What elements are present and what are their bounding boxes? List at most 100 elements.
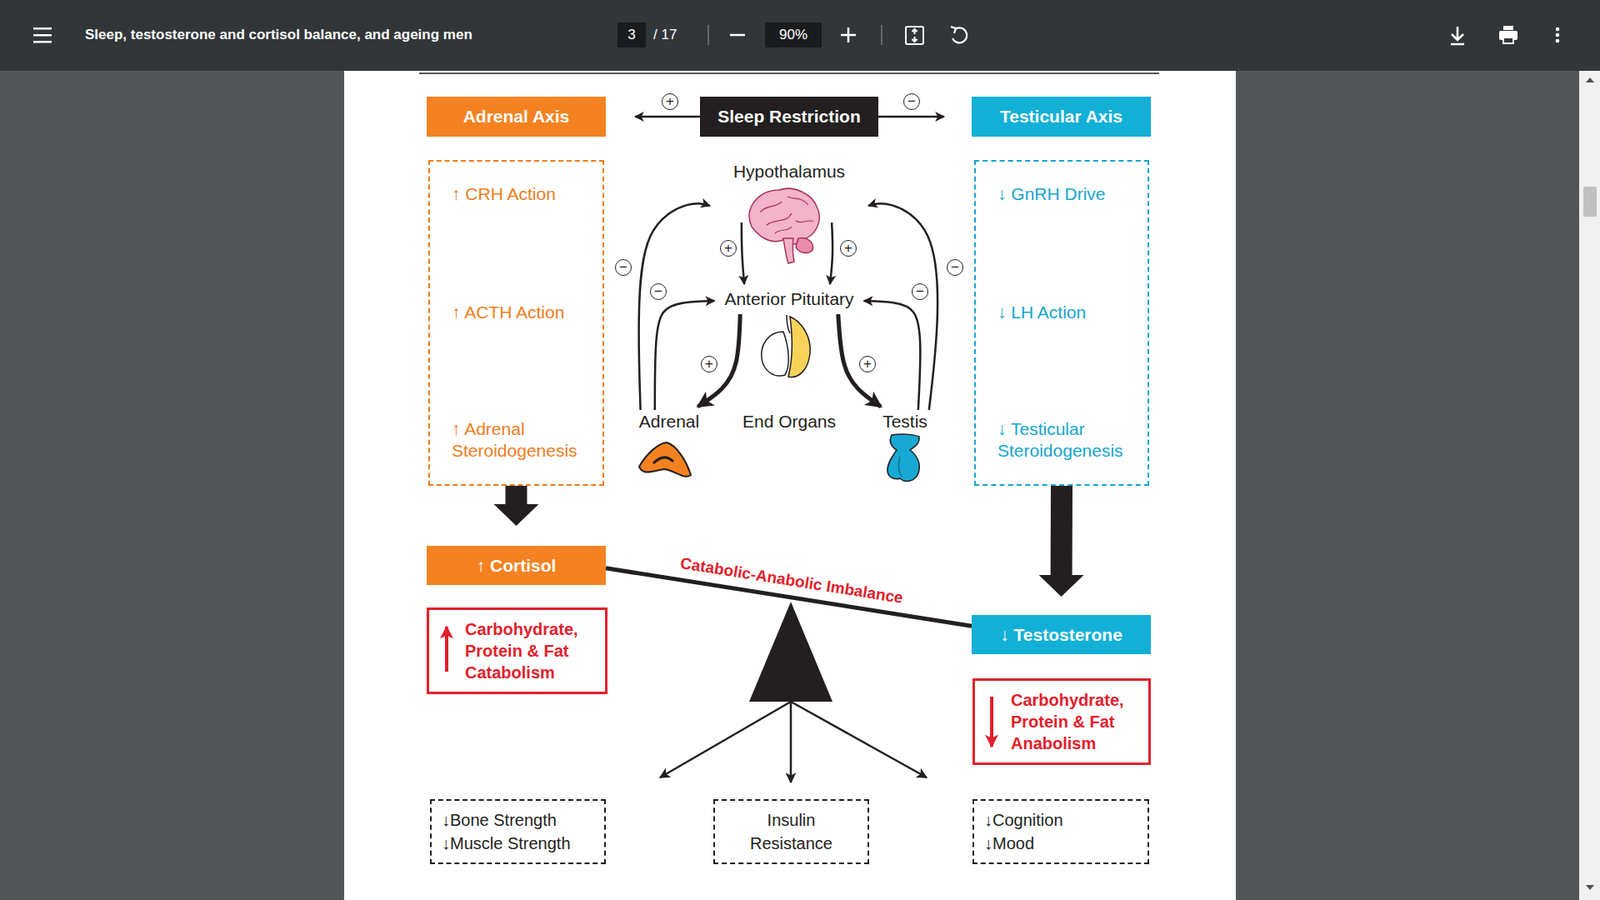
sign-symbol: + <box>661 93 679 110</box>
outcome-arrow <box>790 701 927 778</box>
dot <box>1555 33 1560 38</box>
sign-symbol: − <box>946 259 964 276</box>
anterior-lobe <box>788 316 810 377</box>
zoom-out-icon <box>730 34 745 37</box>
feedback-arrow <box>878 115 945 119</box>
node-text: ↓ GnRH Drive <box>997 183 1144 205</box>
node-text: Sleep Restriction <box>717 106 861 127</box>
anatomy-node: Testis <box>875 411 935 487</box>
pituitary-icon <box>761 315 810 377</box>
scrollbar-track <box>1579 70 1600 900</box>
node-text: ↓Muscle Strength <box>441 831 600 855</box>
pituitary-stalk <box>786 315 790 334</box>
outcome-box: ↓Bone Strength↓Muscle Strength <box>430 799 606 865</box>
more-icon <box>1555 27 1560 44</box>
node-text: ↓Bone Strength <box>441 808 600 832</box>
outcome-arrow <box>660 701 791 778</box>
node-text: ↓ Testosterone <box>1000 625 1123 645</box>
feedback-arrow <box>741 222 745 285</box>
download-icon <box>1450 26 1465 45</box>
page-count: / 17 <box>653 26 677 44</box>
feedback-arrow <box>830 222 833 285</box>
decrease-arrow <box>990 696 994 747</box>
cerebrum <box>749 188 820 245</box>
metabolism-box: Carbohydrate, Protein & Fat Catabolism <box>426 607 608 695</box>
fulcrum-triangle <box>749 601 833 702</box>
zoom-in-icon <box>840 27 856 43</box>
node-text: Adrenal Axis <box>463 106 570 127</box>
group-label: End Organs <box>742 411 836 432</box>
print-icon <box>1499 25 1518 44</box>
feedback-arrow <box>868 203 938 410</box>
page-number-field <box>617 22 646 48</box>
node-text: Insulin Resistance <box>739 808 844 855</box>
brainstem <box>783 238 795 264</box>
metabolism-box: Carbohydrate, Protein & Fat Anabolism <box>972 678 1151 765</box>
node-text: Anterior Pituitary <box>724 289 854 310</box>
feedback-arrow <box>655 300 715 410</box>
anatomy-node: Adrenal <box>633 411 705 484</box>
outcome-box: ↓Cognition↓Mood <box>972 799 1150 865</box>
menu-bar <box>33 27 52 30</box>
axis-box: Testicular Axis <box>971 96 1151 137</box>
adrenal-icon <box>639 442 691 477</box>
block-arrow <box>1039 485 1085 597</box>
sign-symbol: − <box>911 283 929 300</box>
node-text: Carbohydrate, Protein & Fat Anabolism <box>1010 689 1145 755</box>
anatomy-node: Hypothalamus <box>730 161 849 267</box>
sign-symbol: + <box>840 240 857 257</box>
adrenal-gland <box>639 442 691 477</box>
node-text: ↑ Adrenal Steroidogenesis <box>451 418 598 462</box>
pdf-page <box>344 70 1236 900</box>
fit-icon <box>905 26 924 45</box>
sign-symbol: − <box>903 93 920 110</box>
dot <box>1555 27 1560 32</box>
separator <box>707 25 710 45</box>
effects-box: ↓ GnRH Drive ↓ LH Action ↓ Testicular Ster… <box>974 160 1150 486</box>
node-text: ↓Mood <box>984 831 1143 855</box>
node-text: Hypothalamus <box>733 161 845 182</box>
epididymis <box>899 456 902 477</box>
anatomy-node: Anterior Pituitary <box>720 289 857 313</box>
testis-shape <box>887 434 920 481</box>
menu-icon <box>33 27 52 44</box>
hormone-box: ↑ Cortisol <box>426 545 606 585</box>
node-text: ↓ Testicular Steroidogenesis <box>997 418 1144 462</box>
feedback-arrow <box>639 203 710 410</box>
rotate-icon <box>950 26 967 43</box>
stressor-box: Sleep Restriction <box>700 96 879 137</box>
menu-bar <box>33 40 52 44</box>
scroll-up-arrow <box>1585 77 1595 83</box>
outcome-box: Insulin Resistance <box>713 799 870 865</box>
cerebellum <box>795 238 814 254</box>
scrollbar-thumb <box>1583 186 1597 217</box>
fit-frame <box>905 26 924 45</box>
brain-folds <box>760 196 814 234</box>
node-text: ↑ Cortisol <box>476 555 557 576</box>
node-text: ↑ CRH Action <box>451 183 598 205</box>
block-arrow <box>494 485 540 526</box>
node-text: Testicular Axis <box>1000 106 1123 127</box>
page-number: 3 <box>627 26 635 44</box>
node-text: Carbohydrate, Protein & Fat Catabolism <box>465 618 599 684</box>
outcome-arrows <box>660 701 927 783</box>
menu-bar <box>33 34 52 37</box>
increase-arrow <box>445 626 449 672</box>
brain-icon <box>749 188 820 264</box>
fit-arrows <box>912 29 918 42</box>
outcome-arrow <box>790 701 793 783</box>
node-text: Testis <box>882 411 928 432</box>
testis-icon <box>887 434 920 481</box>
posterior-lobe <box>761 331 790 376</box>
print-top <box>1503 25 1514 30</box>
document-title: Sleep, testosterone and cortisol balance… <box>85 26 473 44</box>
sign-symbol: − <box>615 259 632 276</box>
separator <box>880 25 883 45</box>
print-paper <box>1503 37 1514 44</box>
node-text: ↓ LH Action <box>997 301 1144 324</box>
adrenal-medulla <box>653 457 674 464</box>
sign-symbol: + <box>859 355 876 373</box>
toolbar <box>0 0 1600 71</box>
feedback-arrow <box>697 314 740 407</box>
page-rule <box>419 72 1160 75</box>
